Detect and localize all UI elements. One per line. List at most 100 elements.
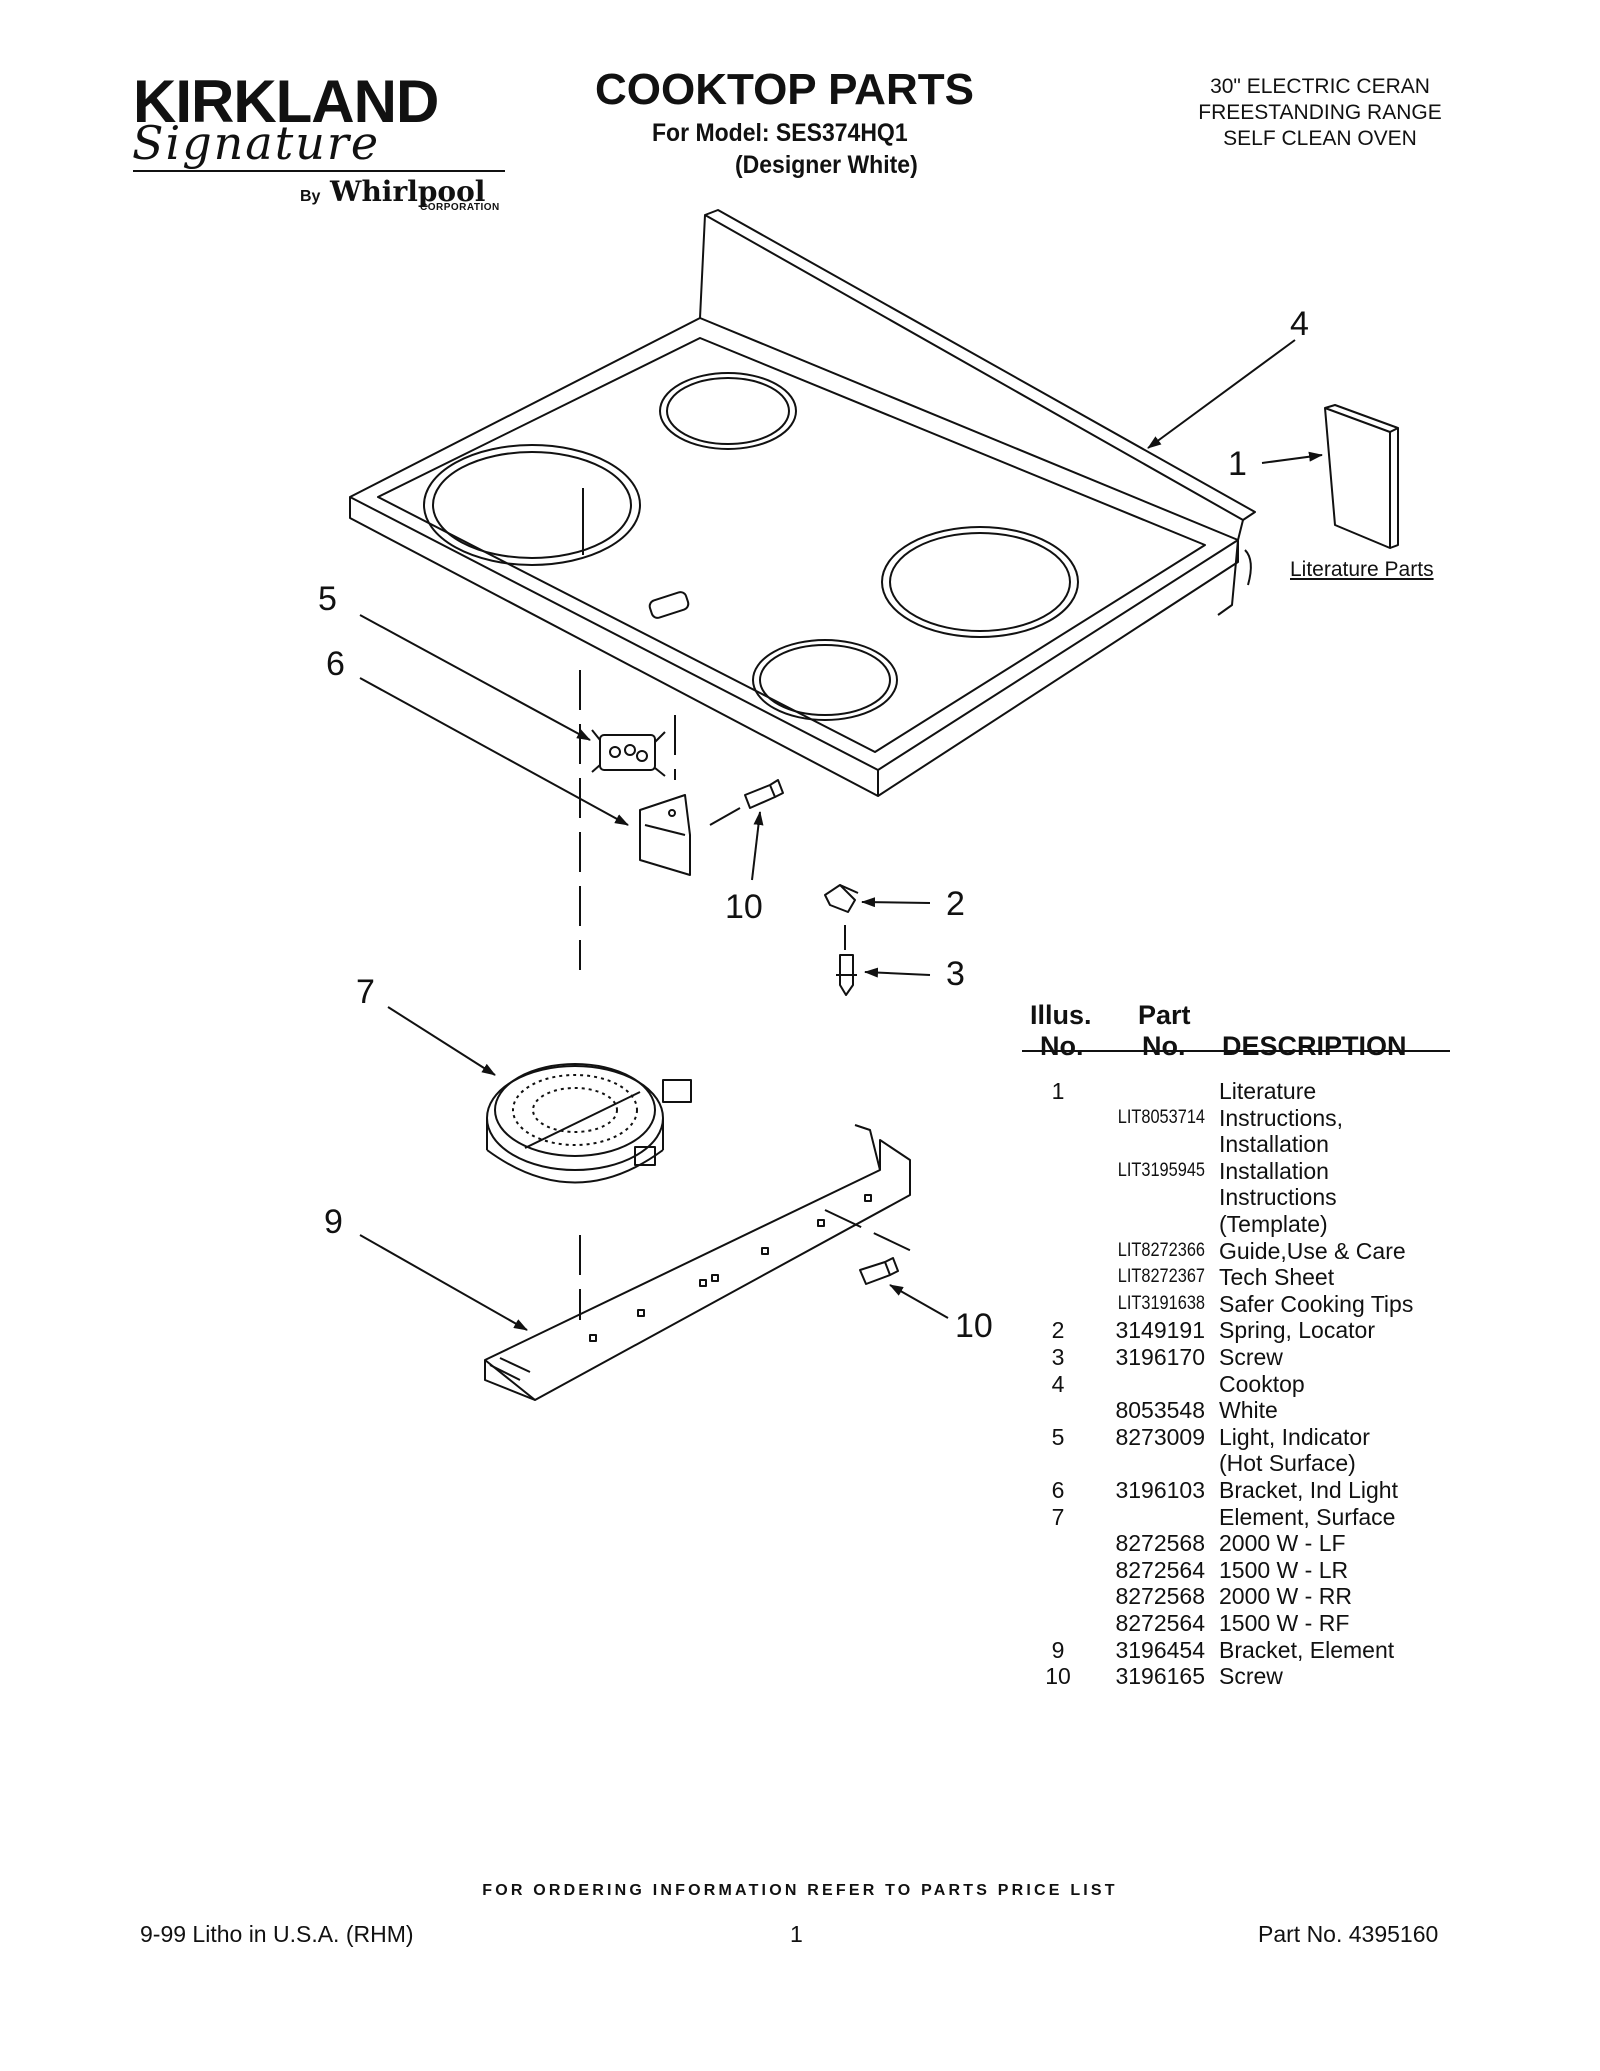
callout-5: 5 [318,580,337,618]
part-number: LIT8053714 [1117,1106,1205,1128]
leader-arrow [359,1234,528,1331]
callout-3: 3 [946,955,965,993]
part-description: Screw [1219,1663,1283,1690]
part-description: Light, Indicator [1219,1423,1370,1450]
part-description: Instructions [1219,1184,1337,1211]
leader-arrow [861,897,931,908]
part-description: 2000 W - LF [1219,1530,1346,1557]
callout-6: 6 [326,645,345,683]
cooktop-part [349,209,1256,797]
brand-corporation-label: CORPORATION [420,202,500,213]
illus-number: 5 [1051,1423,1065,1450]
part-number: LIT8272367 [1117,1266,1205,1288]
element-bracket-part [484,1124,911,1401]
part-number: 3149191 [1115,1317,1205,1344]
illus-number: 10 [1045,1663,1071,1690]
part-number: 8272568 [1115,1530,1205,1557]
part-description: Installation [1219,1131,1329,1158]
callout-1: 1 [1228,445,1247,483]
header-description: DESCRIPTION [1222,1031,1407,1061]
part-number: 8272568 [1115,1583,1205,1610]
surface-element-part [486,1063,692,1184]
range-desc-line: 30" ELECTRIC CERAN [1210,75,1430,98]
illus-number: 6 [1051,1477,1065,1503]
part-number: 8273009 [1115,1423,1205,1450]
part-description: (Hot Surface) [1219,1450,1356,1477]
page-title: COOKTOP PARTS [595,65,974,114]
brand-divider [133,170,505,172]
part-number: 8053548 [1115,1397,1205,1424]
callout-9: 9 [324,1203,343,1241]
part-description: Screw [1219,1344,1283,1370]
range-desc-line: FREESTANDING RANGE [1198,101,1442,124]
litho-note: 9-99 Litho in U.S.A. (RHM) [140,1921,414,1947]
brand-logo-whirlpool: Whirlpool [330,175,486,208]
callout-7: 7 [356,973,375,1011]
illus-number: 3 [1051,1344,1065,1370]
part-description: 2000 W - RR [1219,1583,1352,1610]
part-description: Spring, Locator [1219,1317,1375,1344]
part-number: 3196170 [1115,1344,1205,1370]
leader-arrow [1147,339,1296,449]
header-part-line2: No. [1142,1031,1186,1061]
brand-by-label: By [300,188,321,205]
callout-2: 2 [946,885,965,923]
part-description: Safer Cooking Tips [1219,1290,1414,1317]
literature-parts-label: Literature Parts [1290,558,1434,581]
page-number: 1 [790,1921,803,1947]
part-description: 1500 W - RF [1219,1610,1350,1636]
part-description: Bracket, Element [1219,1636,1395,1663]
leader-arrow [1261,451,1323,464]
part-description: Guide,Use & Care [1219,1237,1406,1264]
part-description: Instructions, [1219,1104,1343,1131]
indicator-bracket-part [639,794,691,876]
part-number: 8272564 [1115,1610,1205,1636]
part-description: 1500 W - LR [1219,1556,1349,1583]
part-description: Bracket, Ind Light [1219,1477,1398,1503]
part-description: Element, Surface [1219,1503,1396,1530]
header-part-no: Part No. [1138,1000,1191,1062]
callout-4: 4 [1290,305,1309,343]
model-line: For Model: SES374HQ1 [652,119,908,147]
spring-locator-part [824,884,859,913]
callout-10: 10 [955,1307,993,1345]
part-description: Tech Sheet [1219,1264,1335,1291]
part-number: LIT3195945 [1117,1159,1205,1181]
part-number: LIT8272366 [1117,1239,1205,1261]
leader-arrow [751,811,764,881]
screw-part [744,779,784,809]
part-description: White [1219,1397,1278,1424]
leader-arrow [359,677,629,826]
screw-part [859,1257,899,1285]
illus-number: 2 [1051,1317,1065,1344]
header-illus-line1: Illus. [1030,1000,1092,1030]
document-part-number: Part No. 4395160 [1258,1921,1439,1947]
leader-arrow [387,1006,496,1076]
part-number: 3196454 [1115,1636,1205,1663]
part-number: 3196103 [1115,1477,1205,1503]
illus-number: 4 [1051,1370,1065,1397]
range-description: 30" ELECTRIC CERAN FREESTANDING RANGE SE… [1160,74,1480,152]
part-description: (Template) [1219,1211,1328,1237]
part-description: Cooktop [1219,1370,1305,1397]
ordering-note: FOR ORDERING INFORMATION REFER TO PARTS … [482,1882,1118,1899]
part-number: 8272564 [1115,1556,1205,1583]
leader-arrow [864,967,931,978]
brand-logo-signature: Signature [132,116,381,170]
part-description: Literature [1219,1078,1317,1104]
part-description: Installation [1219,1157,1329,1184]
screw-part [836,954,857,996]
part-number: LIT3191638 [1117,1292,1205,1314]
literature-booklet-part [1324,404,1399,549]
table-header-rule [1022,1050,1450,1052]
illus-number: 1 [1051,1078,1065,1104]
header-illus-no: Illus. No. [1030,1000,1092,1062]
part-number: 3196165 [1115,1663,1205,1690]
illus-number: 7 [1051,1503,1065,1530]
callout-10: 10 [725,888,763,926]
header-part-line1: Part [1138,1000,1191,1030]
range-desc-line: SELF CLEAN OVEN [1223,127,1417,150]
header-illus-line2: No. [1040,1031,1084,1061]
brand-logo-kirkland: KIRKLAND [133,68,439,135]
